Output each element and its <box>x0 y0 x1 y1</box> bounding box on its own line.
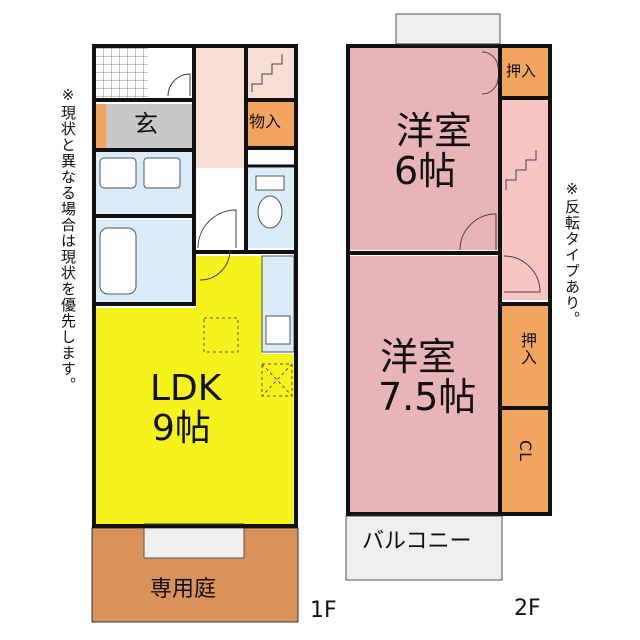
label-western1-size: 6帖 <box>394 149 457 193</box>
floor1-walls <box>92 44 298 528</box>
hall-lower <box>196 168 244 248</box>
closet-mid-area <box>502 306 548 406</box>
floor2-walls <box>346 44 552 516</box>
toilet-bowl <box>257 195 283 229</box>
closet-top-area <box>502 48 548 96</box>
floor2-label: 2F <box>514 596 541 621</box>
washing-machine <box>143 157 181 189</box>
note-left: ※現状と異なる場合は現状を優先します。 <box>59 86 77 393</box>
door-swings-1f <box>167 73 237 281</box>
note-right: ※反転タイプあり。 <box>563 180 581 327</box>
label-closet-mid: 押入 <box>518 332 537 366</box>
stairs-1f <box>246 48 294 98</box>
entrance-tile-area <box>96 48 148 98</box>
washbasin <box>99 157 137 189</box>
label-garden: 専用庭 <box>150 577 217 602</box>
dashed-box-2-x <box>261 363 293 397</box>
dashed-box-1 <box>203 317 239 353</box>
ldk-area <box>96 256 294 524</box>
entrance-side <box>96 104 106 148</box>
bathtub <box>99 227 137 295</box>
label-ldk-size: 9帖 <box>152 408 211 449</box>
label-ldk-name: LDK <box>150 368 222 409</box>
kitchen-sink <box>265 315 291 345</box>
door-swings-2f <box>459 51 541 293</box>
cl-area <box>502 410 548 512</box>
window-1f <box>143 527 245 559</box>
label-cl: CL <box>516 440 535 463</box>
label-entrance: 玄 <box>134 110 158 138</box>
label-western1-name: 洋室 <box>396 109 473 153</box>
label-western2-size: 7.5帖 <box>378 375 477 419</box>
dashed-box-2 <box>261 363 293 397</box>
balcony-bottom <box>345 515 503 581</box>
toilet-tank <box>255 175 285 191</box>
window-marks <box>144 43 500 525</box>
balcony-top <box>395 13 501 49</box>
floor1-label: 1F <box>310 598 337 623</box>
hall-2f <box>500 100 548 300</box>
stairs-1f-lines <box>251 54 283 92</box>
label-balcony: バルコニー <box>362 529 472 554</box>
stairs-2f-lines <box>505 150 537 190</box>
hall-area <box>192 48 244 168</box>
bedroom-6-area <box>350 48 498 250</box>
storage-area <box>246 102 294 146</box>
label-closet-top: 押入 <box>506 62 537 80</box>
bedroom-7-5-area <box>350 256 498 512</box>
label-storage-1f: 物入 <box>249 112 282 131</box>
label-western2-name: 洋室 <box>380 335 457 379</box>
entrance-area <box>104 104 192 148</box>
